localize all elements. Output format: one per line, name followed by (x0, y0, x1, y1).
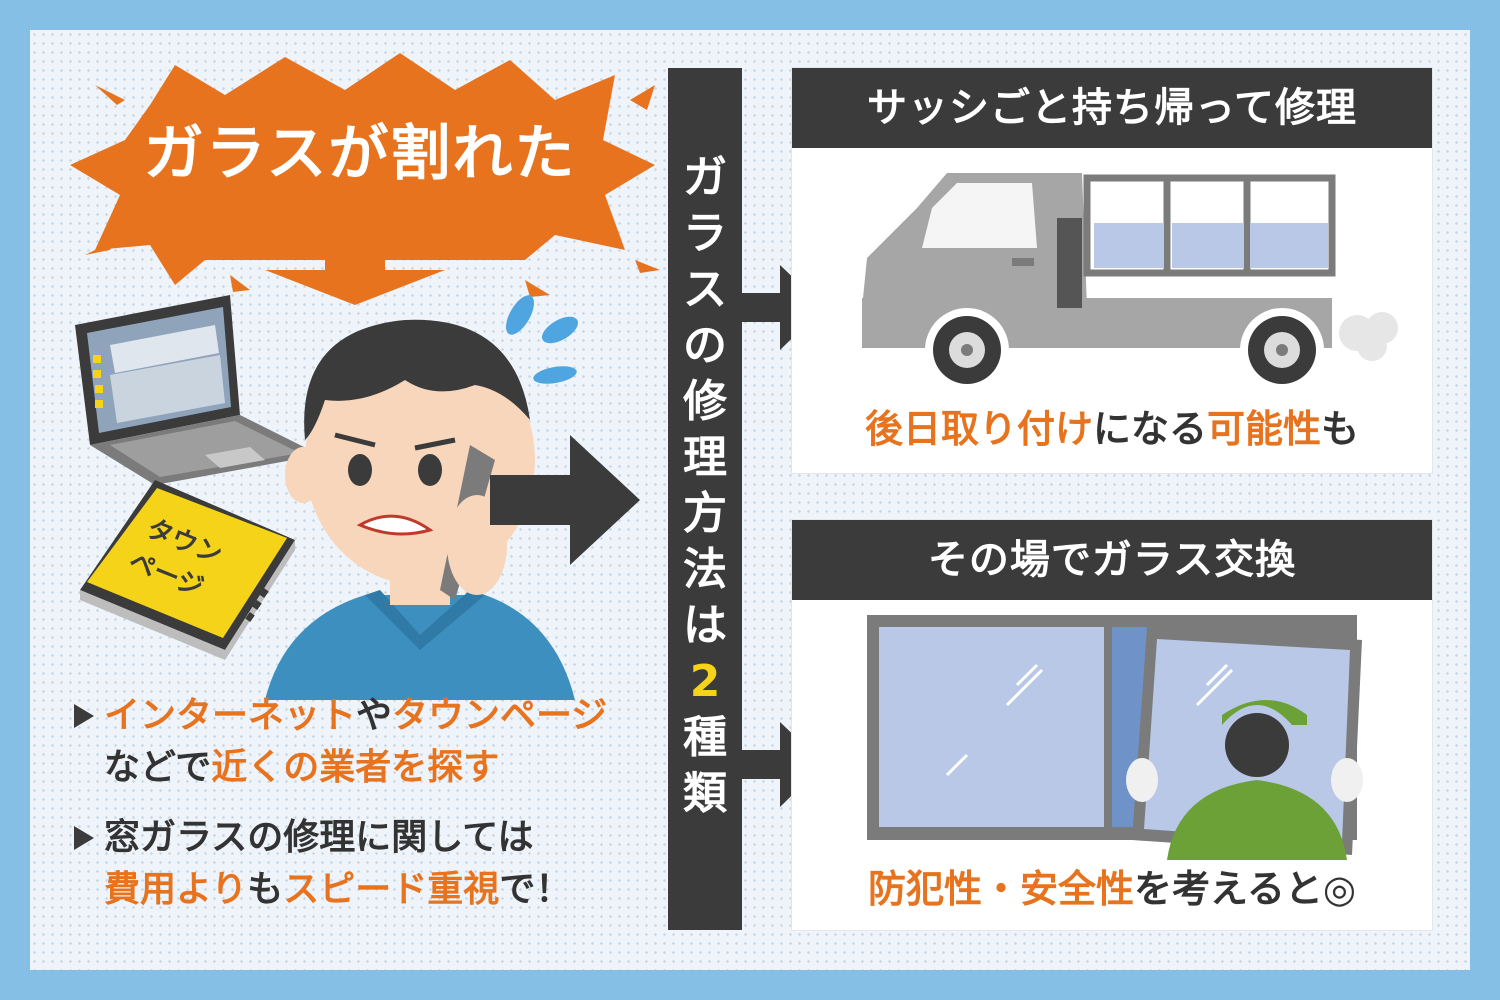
bullet-text: 費用より (104, 869, 248, 910)
center-title: ガ ラ ス の 修 理 方 法 は 2 種 類 (668, 150, 742, 822)
bullet-text: タウンページ (392, 695, 608, 736)
card-caption: 後日取り付けになる可能性も (792, 398, 1432, 453)
window-installer-icon (867, 615, 1363, 860)
bullet-text: 窓ガラスの修理に関しては (104, 817, 534, 858)
bullet-list: インターネットやタウンページ などで近くの業者を探す 窓ガラスの修理に関しては … (70, 690, 630, 934)
caption-text: 防犯性・安全性 (867, 867, 1134, 911)
triangle-icon (74, 704, 94, 728)
card-title: その場でガラス交換 (792, 520, 1432, 600)
center-title-char: の (683, 320, 727, 371)
caption-text: 可能性 (1207, 407, 1322, 451)
card-title: サッシごと持ち帰って修理 (792, 68, 1432, 148)
center-title-char: 修 (683, 376, 727, 427)
arrow-right-icon (742, 722, 824, 807)
bullet-text: 近くの業者を探す (211, 747, 500, 788)
bullet-2-line-2: 費用よりもスピード重視で！ (104, 864, 630, 916)
center-bar (668, 68, 742, 930)
bullet-1-line-1: インターネットやタウンページ (104, 690, 630, 742)
burst-icon (70, 53, 660, 305)
triangle-icon (74, 826, 94, 850)
bullet-item: 窓ガラスの修理に関しては 費用よりもスピード重視で！ (70, 812, 630, 916)
bullet-text: などで (104, 747, 212, 788)
caption-text: 後日取り付け (864, 407, 1093, 451)
center-title-char: 理 (683, 432, 727, 483)
bullet-1-line-2: などで近くの業者を探す (104, 742, 630, 794)
card-take-back: サッシごと持ち帰って修理 後日取り付けになる可能性も (792, 68, 1432, 473)
center-title-char: 方 (683, 488, 727, 539)
center-title-char: 法 (683, 544, 727, 595)
worried-man-icon (265, 295, 579, 700)
center-title-char: は (683, 600, 727, 651)
center-title-char: ス (683, 264, 727, 315)
bullet-2-line-1: 窓ガラスの修理に関しては (104, 812, 630, 864)
bullet-text: や (356, 695, 393, 736)
center-title-char: ラ (683, 208, 727, 259)
bullet-text: も (247, 869, 284, 910)
card-on-site: その場でガラス交換 防犯性・安全性を考えると◎ (792, 520, 1432, 930)
arrow-right-icon (742, 265, 824, 350)
headline: ガラスが割れた (143, 119, 577, 189)
caption-text: も (1321, 407, 1360, 451)
caption-text: を考えると◎ (1133, 867, 1357, 911)
arrow-right-icon (490, 435, 640, 565)
bullet-text: スピード重視 (283, 869, 500, 910)
bullet-item: インターネットやタウンページ などで近くの業者を探す (70, 690, 630, 794)
bullet-text: で！ (499, 869, 572, 910)
center-title-char: 類 (683, 768, 727, 819)
laptop-icon (75, 295, 320, 485)
center-title-char: ガ (683, 152, 727, 203)
bullet-text: インターネット (104, 695, 357, 736)
center-title-number: 2 (689, 656, 721, 707)
card-caption: 防犯性・安全性を考えると◎ (792, 858, 1432, 913)
center-title-char: 種 (683, 712, 727, 763)
phonebook-icon: タウン ページ (80, 480, 295, 660)
caption-text: になる (1092, 407, 1207, 451)
truck-icon (862, 173, 1398, 388)
